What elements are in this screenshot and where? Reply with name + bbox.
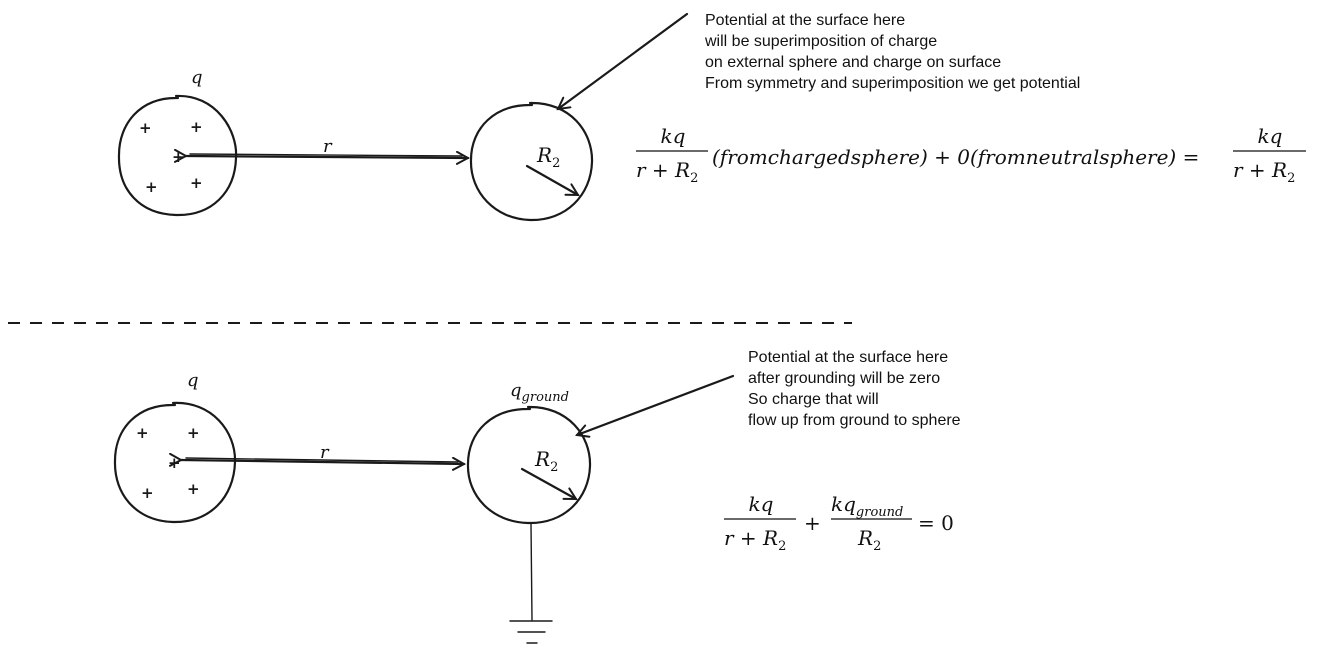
bottom-eq-frac2-num: kqground (831, 492, 903, 520)
bottom-note: Potential at the surface here after grou… (748, 349, 961, 429)
ground-wire (530, 523, 533, 621)
bottom-eq-frac1-den: r + R2 (724, 526, 786, 554)
bottom-plus-sign: + (141, 484, 154, 502)
top-distance-label: r (323, 136, 333, 157)
top-plus-sign: + (190, 118, 203, 136)
bottom-plus-sign: + (187, 424, 200, 442)
bottom-radius-arrow (520, 467, 576, 501)
top-radius-label: R2 (536, 143, 560, 171)
bottom-grounded-sphere (466, 405, 592, 525)
top-neutral-sphere (469, 101, 594, 222)
bottom-plus-sign: + (136, 424, 149, 442)
bottom-charge-label: q (187, 370, 199, 391)
top-charge-label: q (191, 67, 203, 88)
top-eq-middle: (fromchargedsphere) + 0(fromneutralspher… (712, 145, 1199, 169)
bottom-ground-charge-label: qground (510, 380, 569, 405)
top-equation: kq r + R2 (fromchargedsphere) + 0(fromne… (636, 124, 1306, 186)
top-eq-frac1-num: kq (661, 124, 686, 148)
bottom-distance-label: r (320, 442, 330, 463)
bottom-charged-sphere (113, 401, 237, 524)
bottom-eq-frac2-den: R2 (857, 526, 881, 554)
top-radius-arrow (525, 164, 578, 197)
top-note: Potential at the surface here will be su… (704, 12, 1080, 92)
bottom-eq-frac1-num: kq (749, 492, 774, 516)
top-distance-arrow-shadow (189, 153, 463, 157)
top-plus-sign: + (145, 178, 158, 196)
bottom-distance-arrow-shadow (185, 457, 459, 463)
bottom-plus-sign: + (187, 480, 200, 498)
top-eq-frac2-den: r + R2 (1233, 158, 1295, 186)
top-eq-frac2-num: kq (1258, 124, 1283, 148)
bottom-distance-arrow (181, 460, 464, 464)
bottom-diagram: q + + + + + r R2 qground Potential at th… (113, 349, 961, 644)
top-plus-sign: + (139, 119, 152, 137)
top-pointer-arrow (558, 12, 689, 109)
top-eq-frac1-den: r + R2 (636, 158, 698, 186)
top-distance-arrow (186, 156, 468, 158)
bottom-eq-plus: + (804, 511, 821, 535)
top-plus-sign: + (190, 174, 203, 192)
bottom-pointer-arrow (577, 374, 735, 435)
bottom-plus-sign: + (168, 454, 181, 472)
top-diagram: q + + + + + r R2 Potential at the surfac… (117, 12, 1306, 222)
top-charged-sphere (117, 94, 238, 217)
bottom-equation: kq r + R2 + kqground R2 = 0 (724, 492, 954, 554)
top-plus-sign: + (172, 148, 185, 166)
bottom-radius-label: R2 (534, 447, 558, 475)
bottom-eq-rhs: = 0 (918, 511, 954, 535)
